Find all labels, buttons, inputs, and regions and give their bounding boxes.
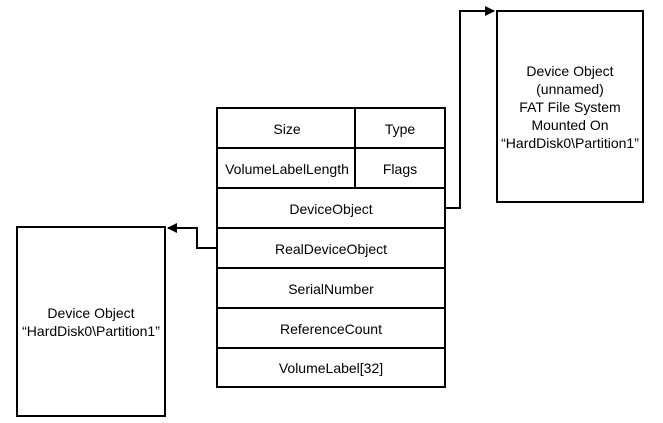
device-object-field: DeviceObject: [218, 189, 444, 228]
volume-parameter-block: Size Type VolumeLabelLength Flags Device…: [216, 107, 446, 388]
harddisk-partition-device-object: Device Object “HardDisk0\Partition1”: [16, 226, 166, 417]
row-divider: [218, 347, 444, 349]
real-device-object-label: RealDeviceObject: [274, 240, 388, 257]
serial-number-label: SerialNumber: [288, 280, 374, 297]
type-field: Type: [356, 109, 444, 148]
harddisk-partition-device-object-text: Device Object “HardDisk0\Partition1”: [22, 304, 160, 339]
flags-field-label: Flags: [382, 160, 418, 177]
row-divider: [218, 147, 444, 149]
volume-label-label: VolumeLabel[32]: [278, 359, 384, 376]
serial-number-field: SerialNumber: [218, 269, 444, 308]
column-divider: [354, 109, 356, 189]
fat-file-system-device-object: Device Object (unnamed) FAT File System …: [496, 10, 644, 203]
size-field: Size: [218, 109, 356, 148]
reference-count-field: ReferenceCount: [218, 309, 444, 348]
flags-field: Flags: [356, 149, 444, 188]
size-field-label: Size: [273, 120, 301, 137]
row-divider: [218, 187, 444, 189]
type-field-label: Type: [384, 120, 416, 137]
row-divider: [218, 227, 444, 229]
real-device-object-field: RealDeviceObject: [218, 229, 444, 268]
volume-label-length-label: VolumeLabelLength: [225, 160, 349, 177]
reference-count-label: ReferenceCount: [280, 320, 382, 337]
volume-label-field: VolumeLabel[32]: [218, 349, 444, 386]
row-divider: [218, 307, 444, 309]
volume-label-length-field: VolumeLabelLength: [218, 149, 356, 188]
fat-file-system-device-object-text: Device Object (unnamed) FAT File System …: [501, 62, 639, 151]
device-object-arrow: [446, 6, 495, 209]
device-object-label: DeviceObject: [289, 200, 373, 217]
row-divider: [218, 267, 444, 269]
real-device-object-arrow: [167, 223, 216, 249]
